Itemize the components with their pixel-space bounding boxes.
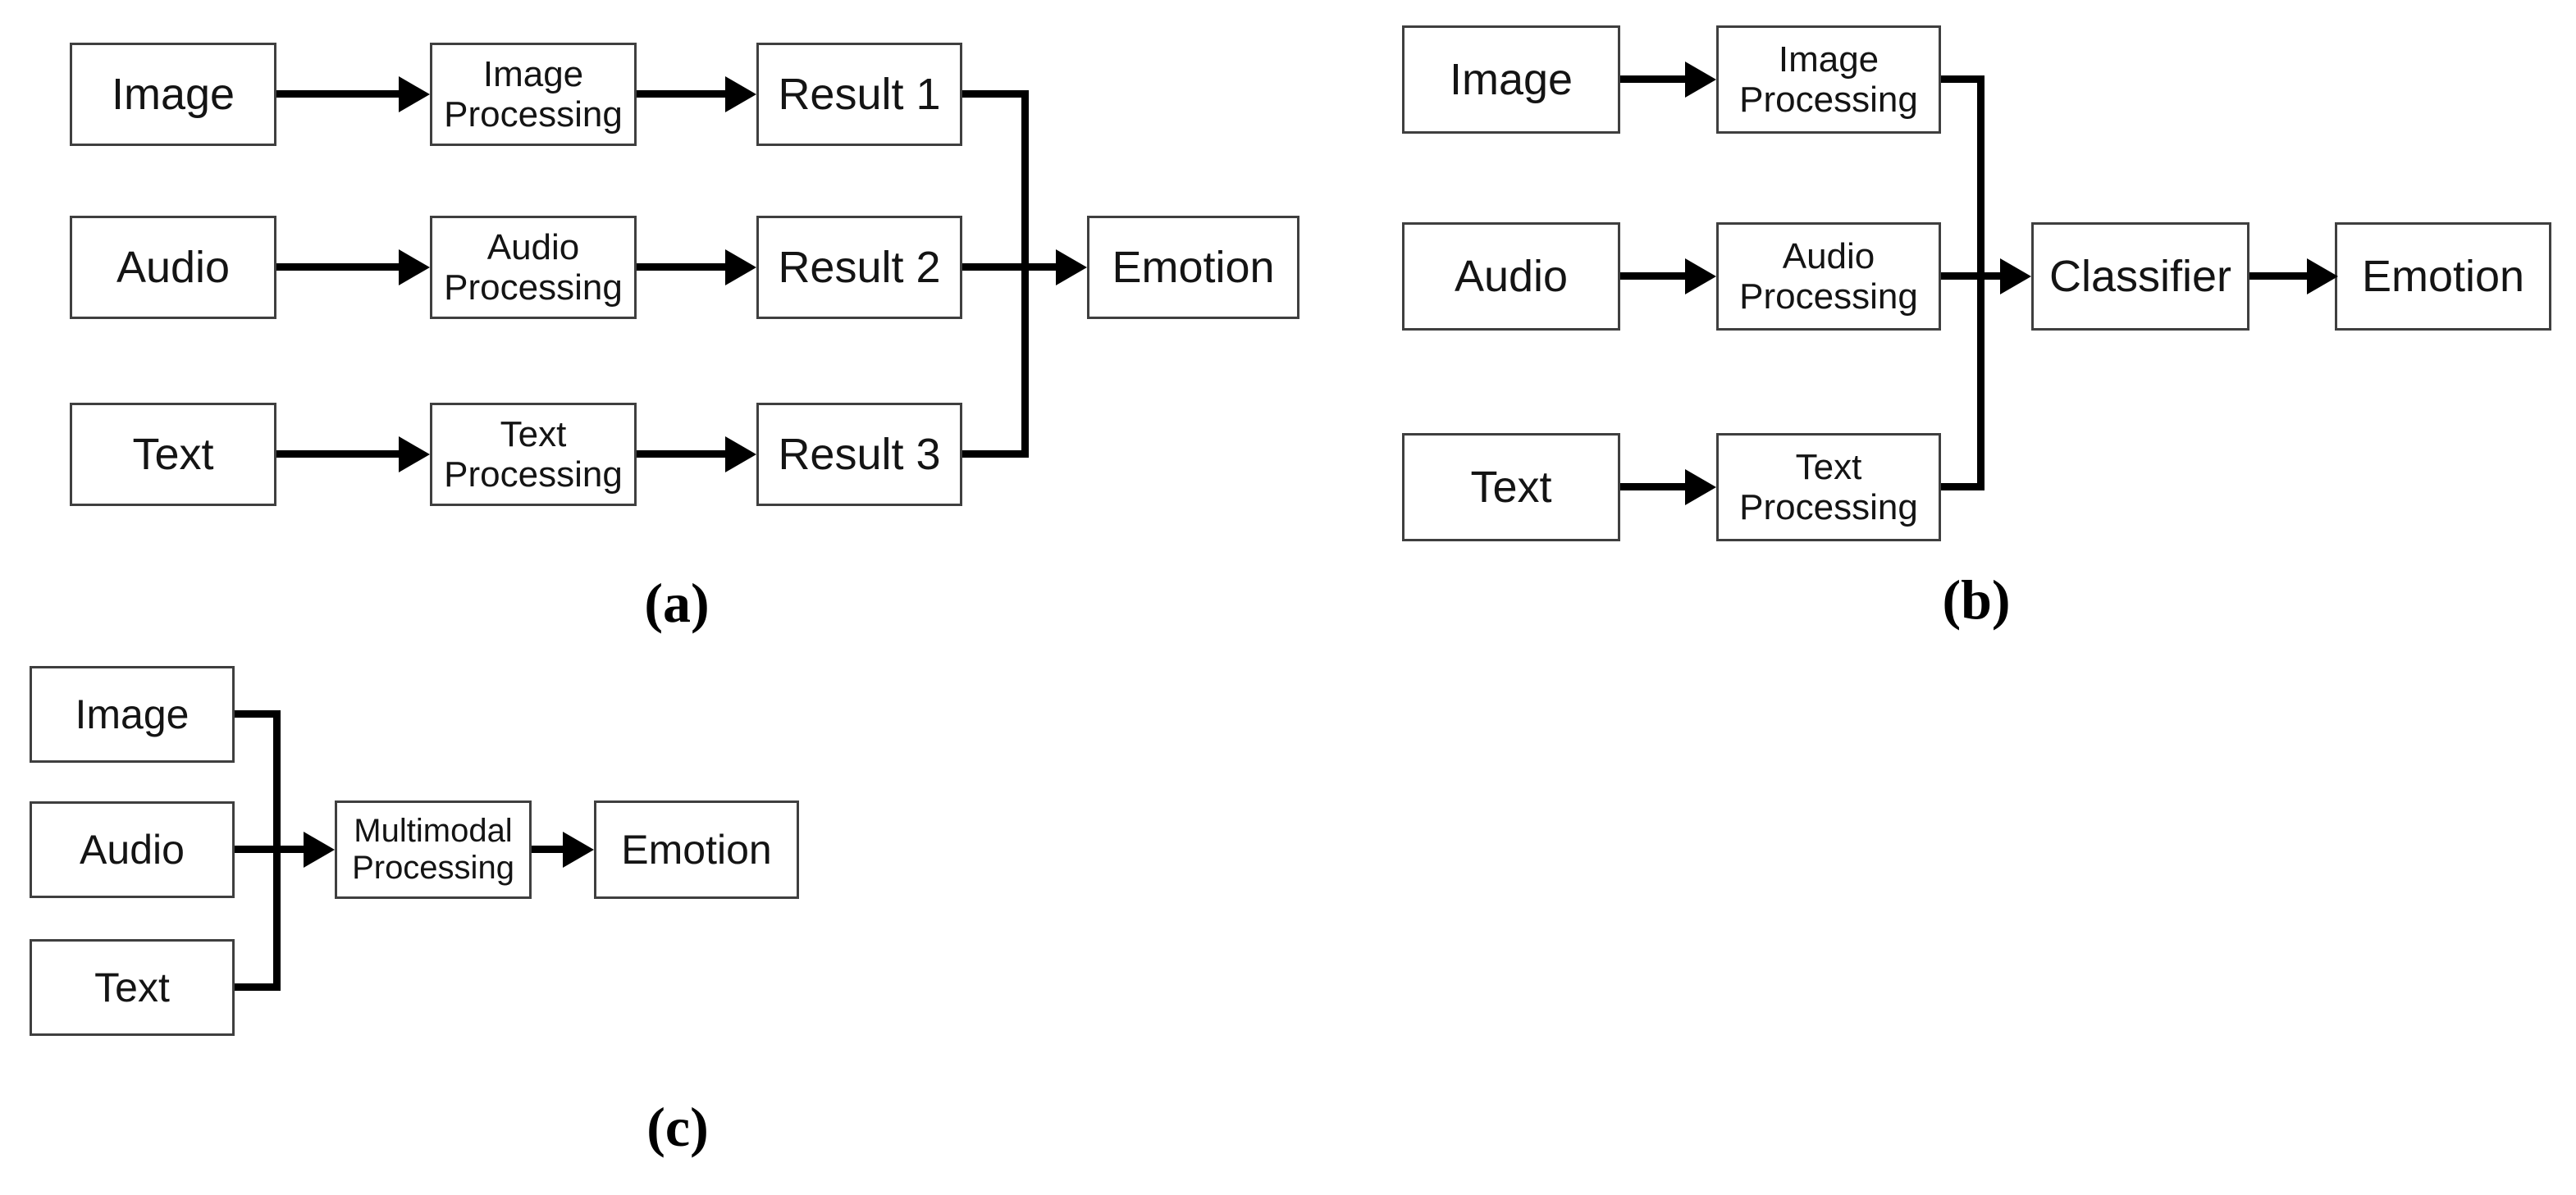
a-box-audio-processing-line1: Audio — [486, 226, 580, 267]
a-box-audio-processing-line2: Processing — [444, 267, 623, 308]
a-box-image-processing-line1: Image — [482, 53, 584, 94]
a-box-result-3: Result 3 — [756, 403, 962, 506]
a-box-result-2: Result 2 — [756, 216, 962, 319]
b-box-classifier: Classifier — [2031, 222, 2249, 331]
a-box-result-1: Result 1 — [756, 43, 962, 146]
a-connector-result-3-elbow — [962, 450, 1029, 458]
a-box-audio: Audio — [70, 216, 276, 319]
c-arrowhead-to-multimodal — [304, 832, 335, 868]
a-connector-merge-vertical — [1021, 90, 1029, 458]
a-box-result-1-label: Result 1 — [778, 69, 941, 119]
b-box-text-processing-line2: Processing — [1739, 487, 1918, 527]
a-arrowhead-processing-to-result-1 — [725, 76, 756, 112]
b-connector-merge-vertical — [1977, 75, 1985, 490]
b-box-emotion-label: Emotion — [2361, 251, 2525, 301]
b-box-image-processing: Image Processing — [1716, 25, 1941, 134]
a-arrowhead-to-emotion — [1056, 249, 1087, 285]
c-connector-image-elbow — [235, 710, 281, 718]
b-box-text: Text — [1402, 433, 1620, 541]
b-arrowhead-image-to-processing — [1685, 62, 1716, 98]
a-arrowhead-processing-to-result-2 — [725, 249, 756, 285]
b-box-audio-processing: Audio Processing — [1716, 222, 1941, 331]
b-box-image: Image — [1402, 25, 1620, 134]
a-box-image: Image — [70, 43, 276, 146]
b-box-audio: Audio — [1402, 222, 1620, 331]
c-box-text: Text — [30, 939, 235, 1036]
c-box-audio: Audio — [30, 801, 235, 898]
c-connector-text-elbow — [235, 983, 281, 991]
c-connector-multimodal-to-emotion — [532, 846, 565, 853]
b-box-text-processing-line1: Text — [1795, 446, 1862, 487]
a-box-result-3-label: Result 3 — [778, 429, 941, 479]
a-box-text-label: Text — [132, 429, 214, 479]
caption-a: (a) — [644, 572, 710, 634]
a-box-image-label: Image — [111, 69, 235, 119]
a-arrowhead-image-to-processing — [399, 76, 430, 112]
a-box-audio-processing: Audio Processing — [430, 216, 637, 319]
a-box-image-processing-line2: Processing — [444, 94, 623, 135]
c-connector-audio-to-multimodal — [235, 846, 305, 853]
a-arrowhead-audio-to-processing — [399, 249, 430, 285]
c-box-image: Image — [30, 666, 235, 763]
caption-b: (b) — [1942, 568, 2011, 631]
b-box-audio-processing-line2: Processing — [1739, 276, 1918, 317]
b-connector-audio-processing-to-classifier — [1941, 272, 2002, 280]
caption-c: (c) — [646, 1096, 709, 1158]
c-box-text-label: Text — [94, 965, 170, 1010]
a-box-text-processing-line2: Processing — [444, 454, 623, 495]
b-box-audio-processing-line1: Audio — [1782, 235, 1875, 276]
b-connector-image-to-processing — [1620, 75, 1688, 83]
a-box-emotion: Emotion — [1087, 216, 1299, 319]
a-box-image-processing: Image Processing — [430, 43, 637, 146]
c-box-image-label: Image — [75, 691, 190, 737]
c-arrowhead-to-emotion — [563, 832, 594, 868]
b-box-image-processing-line2: Processing — [1739, 80, 1918, 120]
a-arrowhead-text-to-processing — [399, 436, 430, 472]
b-connector-classifier-to-emotion — [2249, 272, 2309, 280]
a-box-text: Text — [70, 403, 276, 506]
b-connector-audio-to-processing — [1620, 272, 1688, 280]
c-box-multimodal-processing-line2: Processing — [352, 850, 514, 886]
b-arrowhead-to-emotion — [2307, 258, 2338, 294]
a-connector-image-to-processing — [276, 90, 400, 98]
b-connector-image-processing-elbow — [1941, 75, 1985, 83]
c-box-emotion: Emotion — [594, 800, 799, 899]
a-arrowhead-processing-to-result-3 — [725, 436, 756, 472]
c-box-multimodal-processing: Multimodal Processing — [335, 800, 532, 899]
a-connector-result-1-elbow — [962, 90, 1029, 98]
c-box-emotion-label: Emotion — [621, 827, 772, 873]
a-connector-audio-to-processing — [276, 263, 400, 271]
b-box-text-processing: Text Processing — [1716, 433, 1941, 541]
b-box-image-label: Image — [1449, 54, 1573, 104]
a-box-emotion-label: Emotion — [1112, 242, 1275, 292]
a-box-text-processing-line1: Text — [500, 413, 567, 454]
b-arrowhead-audio-to-processing — [1685, 258, 1716, 294]
b-box-classifier-label: Classifier — [2048, 251, 2232, 301]
b-connector-text-processing-elbow — [1941, 483, 1985, 490]
b-arrowhead-to-classifier — [2000, 258, 2031, 294]
c-box-audio-label: Audio — [80, 827, 185, 873]
a-box-text-processing: Text Processing — [430, 403, 637, 506]
b-arrowhead-text-to-processing — [1685, 469, 1716, 505]
b-connector-text-to-processing — [1620, 483, 1688, 490]
c-box-multimodal-processing-line1: Multimodal — [354, 813, 513, 850]
b-box-audio-label: Audio — [1454, 251, 1569, 301]
a-box-result-2-label: Result 2 — [778, 242, 941, 292]
b-box-emotion: Emotion — [2335, 222, 2551, 331]
b-box-image-processing-line1: Image — [1778, 39, 1879, 80]
a-connector-result-2-to-emotion — [962, 263, 1057, 271]
a-box-audio-label: Audio — [116, 242, 231, 292]
a-connector-text-to-processing — [276, 450, 400, 458]
a-connector-processing-to-result-3 — [637, 450, 727, 458]
b-box-text-label: Text — [1470, 462, 1552, 512]
a-connector-processing-to-result-1 — [637, 90, 727, 98]
a-connector-processing-to-result-2 — [637, 263, 727, 271]
